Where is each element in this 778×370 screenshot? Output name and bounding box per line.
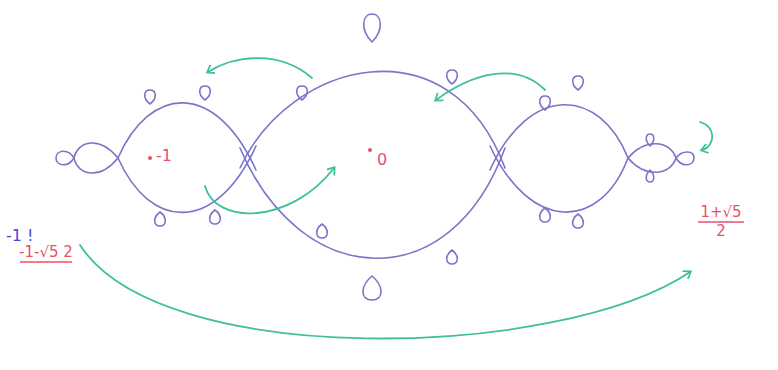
point-label: -1 [156,146,172,166]
fixed-point-label: 1+√5 2 [695,203,747,241]
note-label: -1 ! [6,226,33,246]
fixed-point-label: -1-√5 2 [17,243,75,262]
point-label: 0 [377,150,387,170]
